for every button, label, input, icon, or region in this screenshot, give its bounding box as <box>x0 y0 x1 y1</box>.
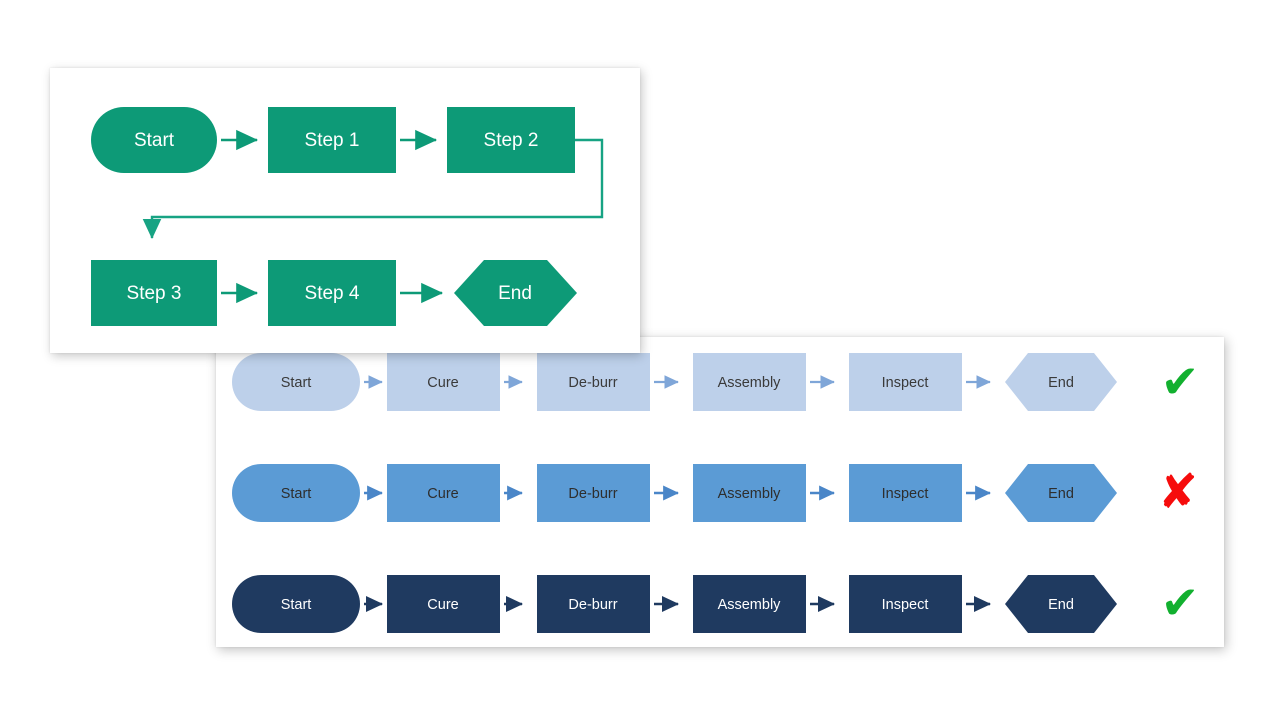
blue-row-mid: Start Cure De-burr Assembly Inspect End … <box>232 464 1198 522</box>
blue-mid-label-end: End <box>1048 486 1074 502</box>
blue-row-dark: Start Cure De-burr Assembly Inspect End … <box>232 575 1199 633</box>
blue-dark-label-start: Start <box>281 597 312 613</box>
green-label-step1: Step 1 <box>305 130 360 151</box>
blue-light-label-cure: Cure <box>427 375 458 391</box>
blue-dark-shape-cure[interactable] <box>387 575 500 633</box>
green-row-bottom: Step 3 Step 4 End <box>91 260 577 326</box>
blue-mid-label-start: Start <box>281 486 312 502</box>
blue-light-label-assembly: Assembly <box>718 375 782 391</box>
blue-mid-shape-cure[interactable] <box>387 464 500 522</box>
green-shape-step1[interactable] <box>268 107 396 173</box>
green-flowchart-canvas: Start Step 1 Step 2 Step 3 Step 4 End <box>91 107 604 326</box>
blue-mid-shape-deburr[interactable] <box>537 464 650 522</box>
blue-light-shape-start[interactable] <box>232 353 360 411</box>
check-icon-row-light: ✔ <box>1161 355 1200 409</box>
green-shape-step3[interactable] <box>91 260 217 326</box>
blue-dark-label-inspect: Inspect <box>882 597 929 613</box>
blue-dark-label-deburr: De-burr <box>568 597 617 613</box>
check-icon-row-dark: ✔ <box>1161 576 1200 630</box>
blue-dark-shape-end[interactable] <box>1005 575 1117 633</box>
green-connector-step2-step3 <box>142 138 604 239</box>
blue-mid-label-inspect: Inspect <box>882 486 929 502</box>
blue-dark-shape-start[interactable] <box>232 575 360 633</box>
blue-mid-label-deburr: De-burr <box>568 486 617 502</box>
blue-dark-shape-inspect[interactable] <box>849 575 962 633</box>
green-label-step2: Step 2 <box>484 130 539 151</box>
green-label-step4: Step 4 <box>305 283 360 304</box>
green-shape-end[interactable] <box>454 260 577 326</box>
blue-mid-shape-start[interactable] <box>232 464 360 522</box>
blue-light-shape-assembly[interactable] <box>693 353 806 411</box>
blue-dark-label-cure: Cure <box>427 597 458 613</box>
green-shape-step2[interactable] <box>447 107 575 173</box>
blue-light-shape-end[interactable] <box>1005 353 1117 411</box>
green-label-step3: Step 3 <box>127 283 182 304</box>
blue-variants-panel: Start Cure De-burr Assembly Inspect End … <box>216 337 1224 647</box>
cross-icon-row-mid: ✘ <box>1158 464 1198 520</box>
blue-mid-shape-end[interactable] <box>1005 464 1117 522</box>
green-shape-step4[interactable] <box>268 260 396 326</box>
blue-light-label-start: Start <box>281 375 312 391</box>
blue-dark-shape-assembly[interactable] <box>693 575 806 633</box>
blue-light-shape-inspect[interactable] <box>849 353 962 411</box>
blue-light-shape-deburr[interactable] <box>537 353 650 411</box>
green-label-end: End <box>498 283 532 304</box>
green-row-top: Start Step 1 Step 2 <box>91 107 575 173</box>
green-label-start: Start <box>134 130 175 151</box>
blue-light-label-inspect: Inspect <box>882 375 929 391</box>
blue-light-label-deburr: De-burr <box>568 375 617 391</box>
blue-light-shape-cure[interactable] <box>387 353 500 411</box>
green-shape-start[interactable] <box>91 107 217 173</box>
blue-mid-label-assembly: Assembly <box>718 486 782 502</box>
blue-dark-shape-deburr[interactable] <box>537 575 650 633</box>
blue-mid-shape-assembly[interactable] <box>693 464 806 522</box>
blue-mid-label-cure: Cure <box>427 486 458 502</box>
blue-dark-label-end: End <box>1048 597 1074 613</box>
blue-row-light: Start Cure De-burr Assembly Inspect End … <box>232 353 1199 411</box>
blue-light-label-end: End <box>1048 375 1074 391</box>
blue-dark-label-assembly: Assembly <box>718 597 782 613</box>
blue-variants-canvas: Start Cure De-burr Assembly Inspect End … <box>232 353 1199 633</box>
blue-mid-shape-inspect[interactable] <box>849 464 962 522</box>
green-flowchart-panel: Start Step 1 Step 2 Step 3 Step 4 End <box>50 68 640 353</box>
